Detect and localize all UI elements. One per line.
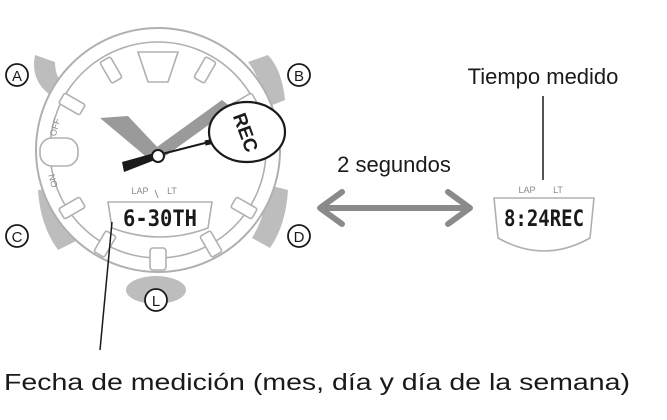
result-lap-label: LAP (518, 185, 535, 195)
result-lt-label: LT (553, 185, 563, 195)
marker-8 (58, 196, 86, 220)
button-d: D (287, 224, 311, 248)
button-b-label: B (294, 68, 304, 85)
button-b-badge (287, 63, 311, 87)
measured-time-caption: Tiempo medido (468, 64, 619, 89)
second-hand (122, 152, 160, 172)
dial-off-label: OFF (48, 117, 62, 137)
arrow-head-left (317, 189, 345, 227)
mode-switch (39, 137, 79, 167)
result-lcd-window (493, 197, 595, 252)
watch-lcd-text: 6-30TH (123, 207, 197, 232)
button-c-label: C (12, 229, 23, 246)
marker-1 (193, 56, 217, 84)
button-l: L (126, 276, 186, 312)
date-leader-line (99, 221, 113, 351)
marker-4 (230, 196, 258, 220)
lap-lt-divider (154, 189, 159, 199)
dial-on-label: ON (47, 173, 60, 189)
marker-10 (58, 92, 86, 116)
button-c: C (5, 224, 29, 248)
button-a: A (5, 63, 29, 87)
minute-hand (150, 100, 232, 160)
transition-label: 2 segundos (337, 152, 451, 177)
measured-date-caption: Fecha de medición (mes, día y día de la … (4, 369, 630, 395)
watch-lt-label: LT (167, 186, 177, 196)
result-lcd-text: 8:24REC (504, 207, 584, 232)
rec-ellipse (207, 100, 287, 164)
button-a-label: A (12, 68, 22, 85)
lug-bottom-right (252, 185, 288, 248)
watch-hands (100, 100, 232, 172)
marker-5 (199, 230, 223, 258)
button-d-label: D (294, 229, 305, 246)
button-d-badge (287, 224, 311, 248)
hand-pivot (151, 149, 165, 163)
button-c-badge (5, 224, 29, 248)
double-arrow (317, 189, 473, 227)
marker-11 (99, 56, 123, 84)
hour-hand (100, 116, 160, 160)
button-l-badge (144, 288, 168, 312)
rec-callout: REC (204, 100, 287, 164)
lug-top-right (248, 55, 285, 108)
arrow-head-right (445, 189, 473, 227)
button-l-label: L (152, 293, 160, 310)
watch-lcd-window (107, 201, 213, 238)
marker-12 (136, 51, 180, 83)
button-a-badge (5, 63, 29, 87)
second-hand-tail (157, 142, 206, 156)
button-b: B (287, 63, 311, 87)
watch-lap-label: LAP (131, 186, 148, 196)
marker-6 (149, 247, 167, 271)
